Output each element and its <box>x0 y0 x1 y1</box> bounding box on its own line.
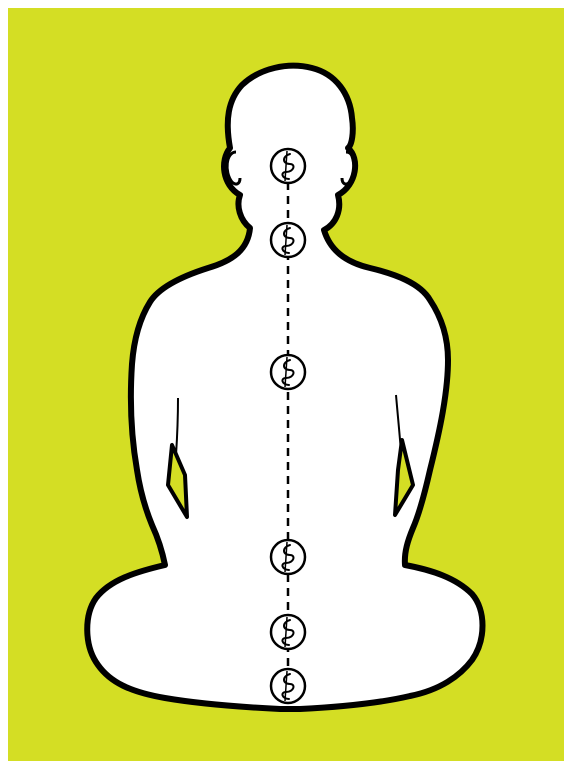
spine-marker-5 <box>271 615 305 649</box>
spine-marker-2 <box>271 223 305 257</box>
spine-marker-6 <box>271 669 305 703</box>
spine-marker-1 <box>271 149 305 183</box>
spine-marker-4 <box>271 540 305 574</box>
spine-marker-3 <box>271 355 305 389</box>
